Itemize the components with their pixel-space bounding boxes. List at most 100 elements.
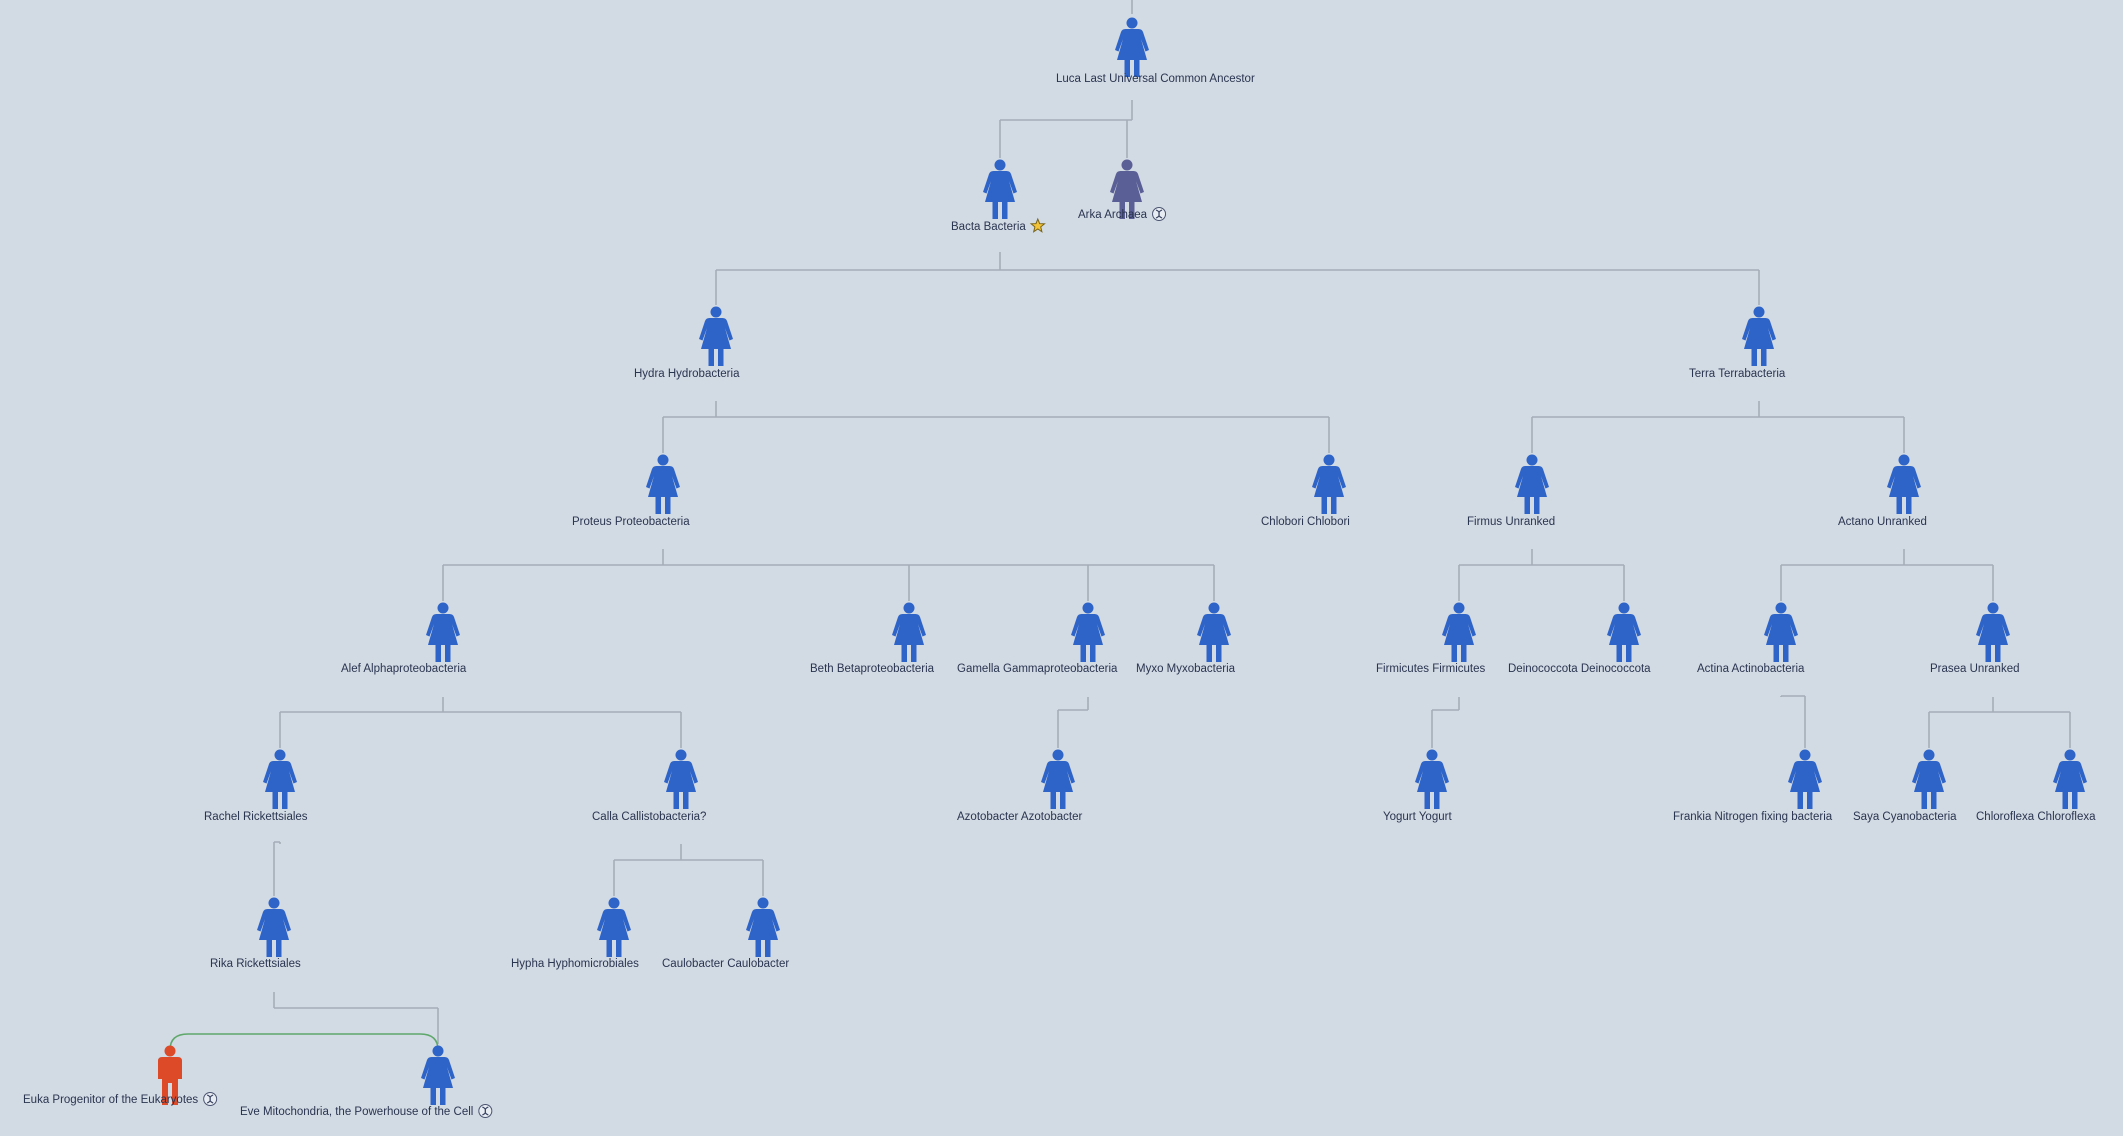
female-person-icon-head (608, 897, 620, 909)
female-person-icon (1197, 614, 1231, 662)
female-person-icon (1912, 761, 1946, 809)
person-node-arka[interactable]: Arka Archaea (1078, 159, 1167, 222)
person-name-label: Arka Archaea (1078, 209, 1148, 221)
connector-firmus (1458, 549, 1625, 601)
female-person-icon-head (1121, 159, 1133, 171)
connector-actano (1780, 549, 1994, 601)
person-name-label: Hydra Hydrobacteria (634, 368, 740, 380)
female-person-icon-head (1052, 749, 1064, 761)
dna-icon[interactable] (1152, 207, 1167, 221)
person-node-firmus[interactable]: Firmus Unranked (1467, 454, 1555, 529)
person-name-label: Calla Callistobacteria? (592, 811, 706, 823)
female-person-icon (1976, 614, 2010, 662)
connector-rika (273, 992, 439, 1044)
female-person-icon (892, 614, 926, 662)
male-person-icon-head (164, 1045, 176, 1057)
person-node-rachel[interactable]: Rachel Rickettsiales (204, 749, 308, 824)
person-name-label: Bacta Bacteria (951, 221, 1026, 233)
female-person-icon (1607, 614, 1641, 662)
female-person-icon-head (1426, 749, 1438, 761)
female-person-icon (426, 614, 460, 662)
partner-link (169, 1033, 439, 1051)
person-name-label: Eve Mitochondria, the Powerhouse of the … (240, 1106, 473, 1118)
female-person-icon-head (1753, 306, 1765, 318)
female-person-icon-head (1898, 454, 1910, 466)
female-person-icon-head (657, 454, 669, 466)
female-person-icon-head (432, 1045, 444, 1057)
person-node-azoto[interactable]: Azotobacter Azotobacter (957, 749, 1082, 824)
person-node-chloroflexa[interactable]: Chloroflexa Chloroflexa (1976, 749, 2096, 824)
female-person-icon-head (675, 749, 687, 761)
person-name-label: Myxo Myxobacteria (1136, 663, 1236, 675)
person-name-label: Gamella Gammaproteobacteria (957, 663, 1118, 675)
person-node-deino[interactable]: Deinococcota Deinococcota (1508, 602, 1651, 676)
person-node-terra[interactable]: Terra Terrabacteria (1689, 306, 1786, 381)
connector-lines (169, 100, 2071, 1051)
person-node-yogurt[interactable]: Yogurt Yogurt (1383, 749, 1452, 824)
person-name-label: Frankia Nitrogen fixing bacteria (1673, 811, 1833, 823)
person-name-label: Chloroflexa Chloroflexa (1976, 811, 2096, 823)
person-node-frankia[interactable]: Frankia Nitrogen fixing bacteria (1673, 749, 1833, 824)
person-node-actano[interactable]: Actano Unranked (1838, 454, 1927, 529)
dna-icon[interactable] (478, 1104, 493, 1118)
person-name-label: Luca Last Universal Common Ancestor (1056, 73, 1255, 85)
female-person-icon (1115, 29, 1149, 77)
person-name-label: Hypha Hyphomicrobiales (511, 958, 639, 970)
person-node-hydra[interactable]: Hydra Hydrobacteria (634, 306, 740, 381)
female-person-icon-head (994, 159, 1006, 171)
person-node-hypha[interactable]: Hypha Hyphomicrobiales (511, 897, 639, 971)
female-person-icon (1742, 318, 1776, 366)
female-person-icon-head (1126, 17, 1138, 29)
person-node-beth[interactable]: Beth Betaproteobacteria (810, 602, 935, 676)
person-node-luca[interactable]: Luca Last Universal Common Ancestor (1056, 17, 1255, 86)
female-person-icon-head (437, 602, 449, 614)
female-person-icon (1788, 761, 1822, 809)
person-name-label: Firmicutes Firmicutes (1376, 663, 1486, 675)
person-node-euka[interactable]: Euka Progenitor of the Eukaryotes (23, 1045, 218, 1107)
female-person-icon (1515, 466, 1549, 514)
connector-rachel (273, 841, 281, 896)
female-person-icon (983, 171, 1017, 219)
person-name-label: Alef Alphaproteobacteria (341, 663, 467, 675)
person-node-proteus[interactable]: Proteus Proteobacteria (572, 454, 690, 529)
person-name-label: Chlobori Chlobori (1261, 516, 1350, 528)
female-person-icon-head (1923, 749, 1935, 761)
person-node-rika[interactable]: Rika Rickettsiales (210, 897, 301, 971)
female-person-icon-head (1987, 602, 1999, 614)
person-name-label: Yogurt Yogurt (1383, 811, 1452, 823)
connector-proteus (442, 549, 1215, 601)
person-name-label: Prasea Unranked (1930, 663, 2020, 675)
connector-terra (1531, 401, 1905, 453)
female-person-icon (257, 909, 291, 957)
star-icon[interactable] (1029, 217, 1046, 233)
person-node-eve[interactable]: Eve Mitochondria, the Powerhouse of the … (240, 1045, 493, 1119)
female-person-icon (263, 761, 297, 809)
female-person-icon-head (274, 749, 286, 761)
connector-hydra (662, 401, 1330, 453)
person-node-caulo[interactable]: Caulobacter Caulobacter (662, 897, 789, 971)
female-person-icon-head (268, 897, 280, 909)
person-node-chlobori[interactable]: Chlobori Chlobori (1261, 454, 1350, 529)
person-node-bacta[interactable]: Bacta Bacteria (951, 159, 1046, 234)
connector-firmicutes (1431, 697, 1460, 748)
dna-icon[interactable] (203, 1092, 218, 1106)
person-node-actina[interactable]: Actina Actinobacteria (1697, 602, 1805, 676)
person-name-label: Actina Actinobacteria (1697, 663, 1805, 675)
connector-calla (613, 844, 764, 896)
person-node-saya[interactable]: Saya Cyanobacteria (1853, 749, 1957, 824)
female-person-icon (1312, 466, 1346, 514)
tree-nodes: Luca Last Universal Common AncestorBacta… (23, 17, 2096, 1119)
person-node-alef[interactable]: Alef Alphaproteobacteria (341, 602, 467, 676)
connector-prasea (1928, 697, 2071, 748)
person-node-myxo[interactable]: Myxo Myxobacteria (1136, 602, 1236, 676)
person-node-firmicutes[interactable]: Firmicutes Firmicutes (1376, 602, 1486, 676)
female-person-icon-head (1775, 602, 1787, 614)
female-person-icon (1887, 466, 1921, 514)
person-name-label: Terra Terrabacteria (1689, 368, 1786, 380)
person-node-calla[interactable]: Calla Callistobacteria? (592, 749, 706, 824)
connector-bacta (715, 252, 1760, 305)
female-person-icon (421, 1057, 455, 1105)
person-node-gamella[interactable]: Gamella Gammaproteobacteria (957, 602, 1118, 676)
person-node-prasea[interactable]: Prasea Unranked (1930, 602, 2020, 676)
female-person-icon-head (1453, 602, 1465, 614)
